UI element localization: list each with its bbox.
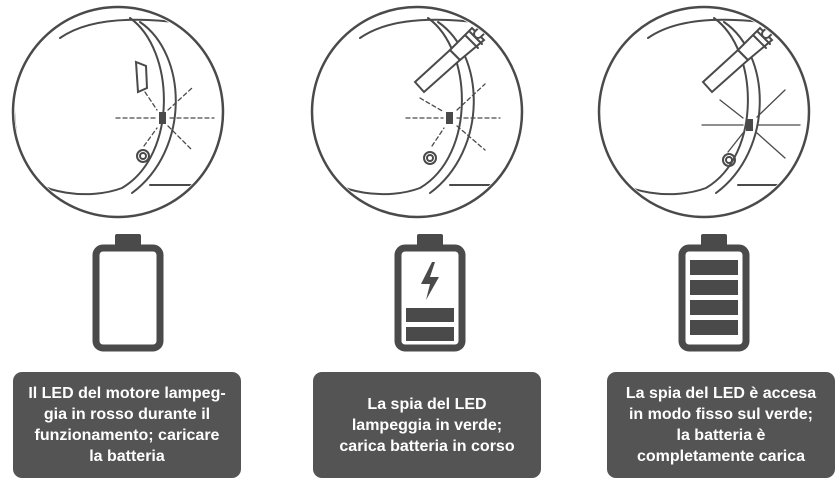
- motor-illustration: [597, 5, 811, 219]
- caption-step-full: La spia del LED è accesa in modo fisso s…: [607, 372, 835, 478]
- step-battery-empty: Il LED del motore lampeg- gia in rosso d…: [0, 0, 270, 480]
- battery-icon: [92, 234, 164, 352]
- caption-line: funzionamento; caricare: [34, 427, 220, 444]
- caption-line: gia in rosso durante il: [43, 406, 211, 423]
- led-indicator: [746, 119, 753, 131]
- motor-housing: [359, 18, 520, 186]
- motor-illustration: [11, 5, 225, 219]
- caption-line: La spia del LED è accesa: [625, 385, 817, 402]
- caption-step-empty: Il LED del motore lampeg- gia in rosso d…: [13, 372, 241, 478]
- caption-line: lampeggia in verde;: [351, 416, 503, 434]
- led-indicator: [159, 112, 166, 124]
- charging-port: [722, 153, 736, 167]
- step-battery-charging: La spia del LED lampeggia in verde; cari…: [290, 0, 560, 480]
- battery-icon: [678, 234, 750, 352]
- charging-cable: [413, 9, 520, 94]
- motor-housing: [647, 18, 807, 186]
- motor-cap: [601, 17, 749, 196]
- led-blink-lines: [115, 87, 215, 151]
- battery-bar: [690, 320, 738, 335]
- lightning-icon: [421, 262, 439, 300]
- charging-port: [423, 151, 437, 165]
- battery-bar: [406, 327, 454, 341]
- battery-bar: [690, 280, 738, 295]
- charging-port: [136, 149, 150, 163]
- led-blink-lines: [405, 83, 501, 151]
- motor-illustration: [310, 5, 524, 219]
- caption-step-charging: La spia del LED lampeggia in verde; cari…: [313, 372, 541, 478]
- battery-bar: [406, 308, 454, 322]
- power-button: [134, 60, 149, 94]
- caption-line: completamente carica: [636, 448, 806, 465]
- caption-line: La spia del LED: [367, 395, 487, 413]
- caption-line: in modo fisso sul verde;: [628, 406, 813, 423]
- led-steady-lines: [701, 89, 801, 159]
- battery-bar: [690, 300, 738, 315]
- caption-line: la batteria è: [676, 427, 766, 444]
- caption-line: Il LED del motore lampeg-: [28, 385, 226, 402]
- led-indicator: [446, 112, 453, 124]
- motor-housing: [59, 18, 221, 186]
- battery-icon: [394, 234, 466, 352]
- step-battery-full: La spia del LED è accesa in modo fisso s…: [568, 0, 838, 480]
- motor-cap: [15, 17, 165, 196]
- battery-bar: [690, 260, 738, 275]
- caption-line: carica batteria in corso: [339, 437, 515, 455]
- caption-line: la batteria: [89, 448, 165, 465]
